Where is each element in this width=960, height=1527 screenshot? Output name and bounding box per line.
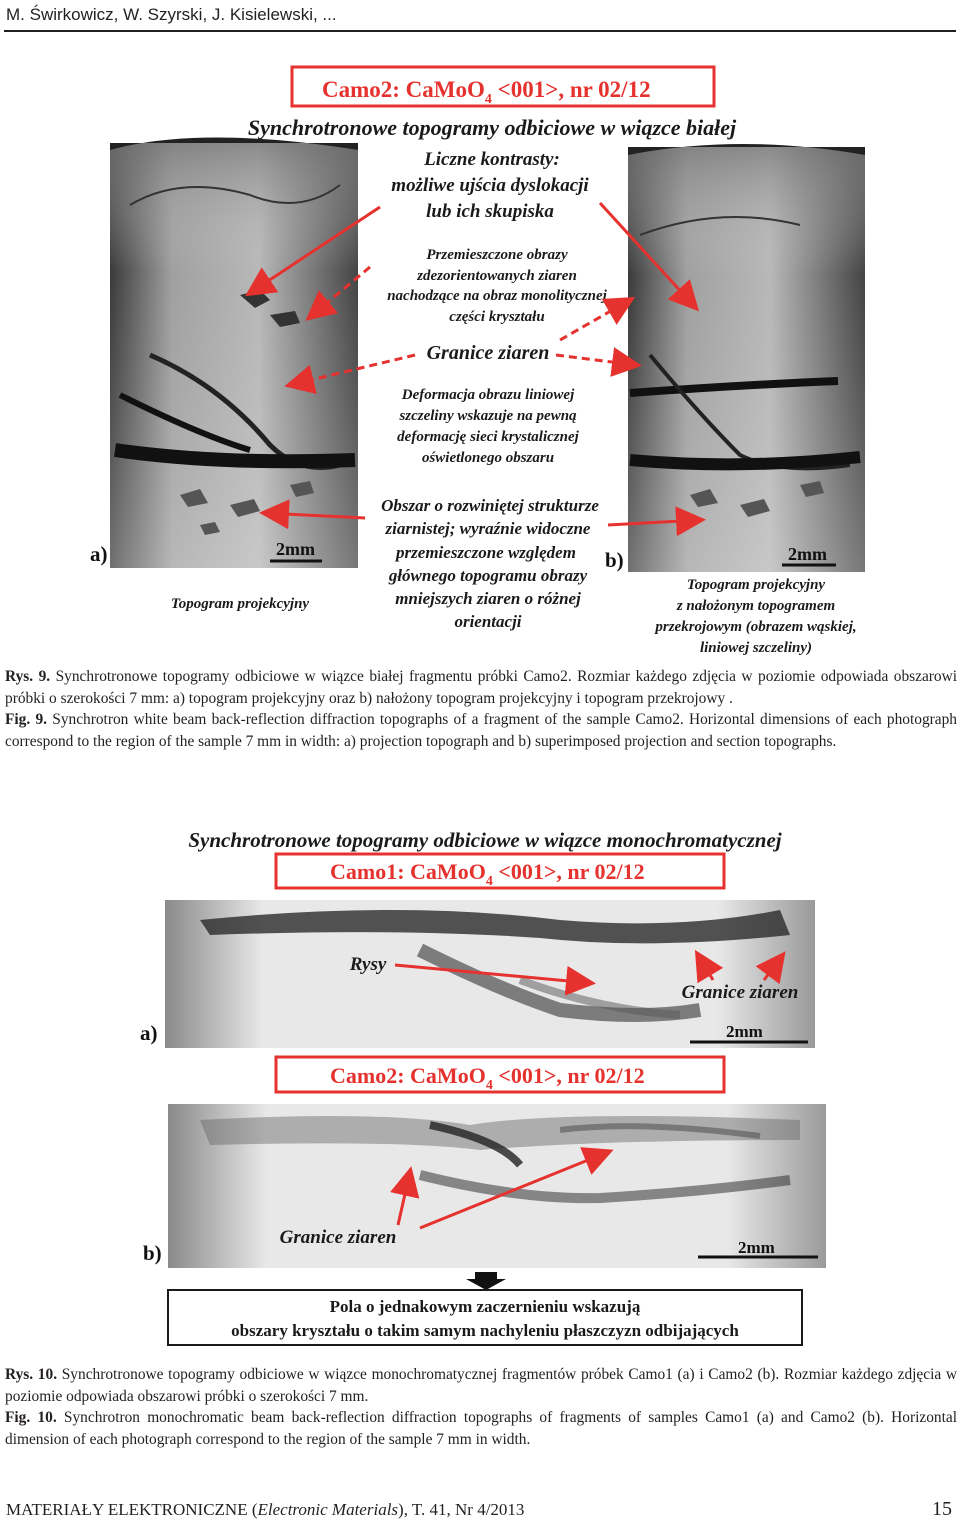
scale-bar-a: 2mm [276,539,315,559]
svg-text:przemieszczone względem: przemieszczone względem [394,543,576,562]
conclusion-line-2: obszary kryształu o takim samym nachylen… [231,1321,739,1340]
panel-label-mono-a: a) [140,1021,158,1045]
svg-text:części kryształu: części kryształu [449,309,544,325]
header-rule [4,30,956,32]
svg-text:deformację sieci krystalicznej: deformację sieci krystalicznej [397,429,579,445]
svg-text:szczeliny wskazuje na pewną: szczeliny wskazuje na pewną [398,408,577,424]
caption-projection-b: Topogram projekcyjny z nałożonym topogra… [653,577,856,656]
annotation-contrast: Liczne kontrasty: możliwe ujścia dysloka… [391,149,589,222]
caption-10-polish: Rys. 10. Synchrotronowe topogramy odbici… [5,1366,957,1405]
mono-topograph-b [168,1104,826,1268]
svg-text:Deformacja obrazu liniowej: Deformacja obrazu liniowej [401,387,575,403]
svg-text:możliwe ujścia dyslokacji: możliwe ujścia dyslokacji [391,175,589,196]
panel-label-a: a) [90,542,108,566]
annotation-deformation: Deformacja obrazu liniowej szczeliny wsk… [397,387,579,466]
red-arrows-fig10 [390,949,786,1230]
svg-text:Topogram projekcyjny: Topogram projekcyjny [687,577,826,593]
sample2-title-box [274,1055,726,1094]
svg-text:Liczne kontrasty:: Liczne kontrasty: [423,149,560,170]
conclusion-line-1: Pola o jednakowym zaczernieniu wskazują [330,1297,641,1316]
annotation-grain-region: Obszar o rozwiniętej strukturze ziarnist… [381,496,599,631]
svg-text:zdezorientowanych ziaren: zdezorientowanych ziaren [416,268,577,284]
svg-text:głównego topogramu obrazy: głównego topogramu obrazy [388,566,588,585]
annotation-displaced: Przemieszczone obrazy zdezorientowanych … [387,247,607,325]
svg-text:mniejszych ziaren o różnej: mniejszych ziaren o różnej [395,589,581,608]
figure-9: Camo2: CaMoO4 <001>, nr 02/12 Synchrotro… [90,65,865,656]
figure-10-title: Synchrotronowe topogramy odbiciowe w wią… [188,828,781,852]
caption-projection-a: Topogram projekcyjny [171,596,310,612]
caption-figure-10: Rys. 10. Synchrotronowe topogramy odbici… [5,1364,957,1450]
topograph-b [628,144,865,572]
figure-10: Synchrotronowe topogramy odbiciowe w wią… [140,828,826,1346]
svg-text:Obszar o rozwiniętej strukturz: Obszar o rozwiniętej strukturze [381,496,599,515]
label-scratches: Rysy [349,954,387,975]
svg-text:ziarnistej; wyraźnie widoczne: ziarnistej; wyraźnie widoczne [385,519,591,538]
caption-figure-9: Rys. 9. Synchrotronowe topogramy odbicio… [5,666,957,752]
annotation-grain-boundaries: Granice ziaren [427,342,550,364]
sample1-title-box [274,852,726,890]
caption-9-english: Fig. 9. Synchrotron white beam back-refl… [5,711,957,750]
topograph-a [110,137,358,568]
red-arrows [244,201,706,537]
svg-text:lub ich skupiska: lub ich skupiska [426,201,554,222]
svg-text:liniowej szczeliny): liniowej szczeliny) [700,640,812,656]
svg-text:przekrojowym (obrazem wąskiej,: przekrojowym (obrazem wąskiej, [653,619,856,635]
svg-text:nachodzące na obraz monolitycz: nachodzące na obraz monolitycznej [387,288,607,304]
sample-title-box [290,65,716,108]
scale-bar-b: 2mm [788,544,827,564]
label-grain-boundaries-a: Granice ziaren [682,982,799,1003]
conclusion-box [167,1289,803,1346]
svg-text:z nałożonym topogramem: z nałożonym topogramem [676,598,835,614]
svg-text:orientacji: orientacji [454,612,521,631]
sample2-title: Camo2: CaMoO4 <001>, nr 02/12 [330,1063,645,1093]
svg-text:oświetlonego obszaru: oświetlonego obszaru [422,450,554,466]
sample1-title: Camo1: CaMoO4 <001>, nr 02/12 [330,859,645,889]
down-arrow-icon [466,1272,506,1290]
scale-bar-mono-a: 2mm [726,1022,763,1041]
label-grain-boundaries-b: Granice ziaren [280,1227,397,1248]
journal-footer: MATERIAŁY ELEKTRONICZNE (Electronic Mate… [6,1500,525,1519]
caption-10-english: Fig. 10. Synchrotron monochromatic beam … [5,1409,958,1448]
panel-label-b: b) [605,548,624,572]
scale-bar-mono-b: 2mm [738,1238,775,1257]
running-header: M. Świrkowicz, W. Szyrski, J. Kisielewsk… [6,5,337,24]
sample-title: Camo2: CaMoO4 <001>, nr 02/12 [322,77,651,107]
caption-9-polish: Rys. 9. Synchrotronowe topogramy odbicio… [5,668,957,707]
svg-text:Przemieszczone obrazy: Przemieszczone obrazy [426,247,568,263]
panel-label-mono-b: b) [143,1241,162,1265]
figure-9-title: Synchrotronowe topogramy odbiciowe w wią… [248,115,737,140]
page-number: 15 [932,1498,952,1520]
